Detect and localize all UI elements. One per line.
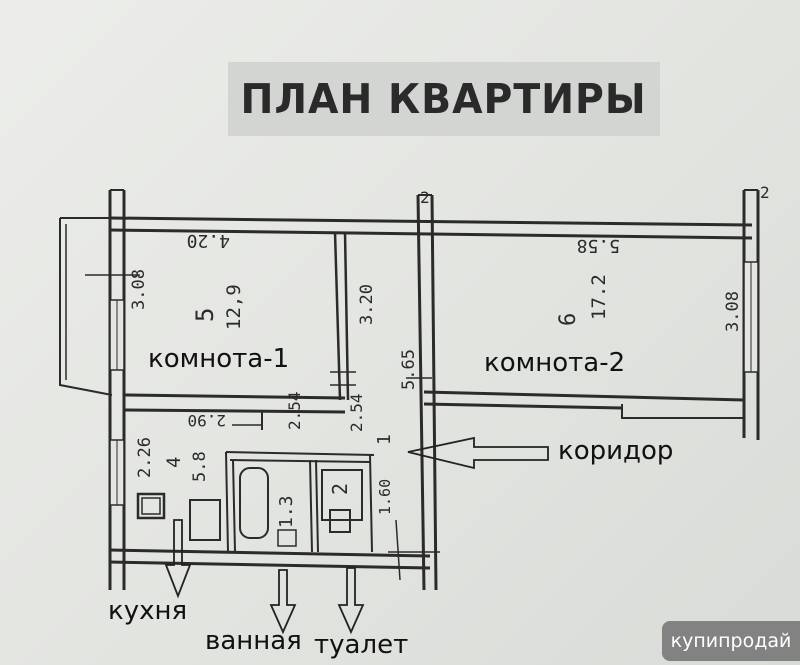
label-kitchen: кухня — [108, 596, 188, 626]
watermark-text: купипродай — [670, 630, 792, 652]
kitchen-area: 5.8 — [190, 451, 210, 482]
corridor-length: 5.65 — [399, 349, 419, 390]
title-box: ПЛАН КВАРТИРЫ — [228, 62, 660, 136]
fixtures — [136, 467, 363, 547]
balcony-outline — [59, 217, 113, 396]
kitchen-number: 4 — [163, 457, 185, 468]
room1-area: 12,9 — [223, 284, 245, 330]
label-toilet: туалет — [314, 630, 409, 660]
kitchen-dim-top: 2.90 — [187, 411, 226, 430]
kitchen-width: 2.26 — [135, 437, 155, 478]
room1-side: 3.20 — [357, 284, 377, 325]
windows — [109, 261, 759, 506]
room2-length: 5.58 — [577, 235, 620, 256]
toilet-area: 2 — [328, 483, 352, 495]
room1-number: 5 — [191, 308, 219, 322]
bath-area: 1.3 — [276, 495, 297, 528]
label-bath: ванная — [205, 626, 302, 656]
room2-area: 17.2 — [588, 274, 610, 320]
corridor-dim-a: 2.54 — [285, 391, 304, 430]
room1-width: 3.08 — [129, 269, 149, 310]
toilet-arrow-icon — [337, 567, 365, 635]
room2-number: 6 — [556, 313, 581, 326]
axis-mark-2: 2 — [760, 183, 770, 202]
axis-mark-1: 2 — [420, 188, 430, 207]
page-title: ПЛАН КВАРТИРЫ — [240, 75, 648, 123]
label-room2: комнота-2 — [484, 348, 626, 378]
corridor-number: 1 — [374, 434, 395, 445]
room1-length: 4.20 — [187, 230, 230, 251]
room2-width: 3.08 — [723, 291, 743, 332]
kitchen-arrow-icon — [164, 519, 192, 599]
corridor-arrow-icon — [407, 436, 549, 470]
label-corridor: коридор — [558, 436, 674, 466]
label-room1: комнота-1 — [148, 344, 290, 374]
corridor-dim-b-label: 2.54 — [347, 393, 366, 432]
dimension-ticks — [85, 274, 440, 581]
site-watermark: купипродай — [662, 621, 800, 661]
corridor-dim-b: 1.60 — [376, 479, 394, 515]
outer-walls — [108, 189, 760, 590]
bath-arrow-icon — [269, 569, 297, 635]
